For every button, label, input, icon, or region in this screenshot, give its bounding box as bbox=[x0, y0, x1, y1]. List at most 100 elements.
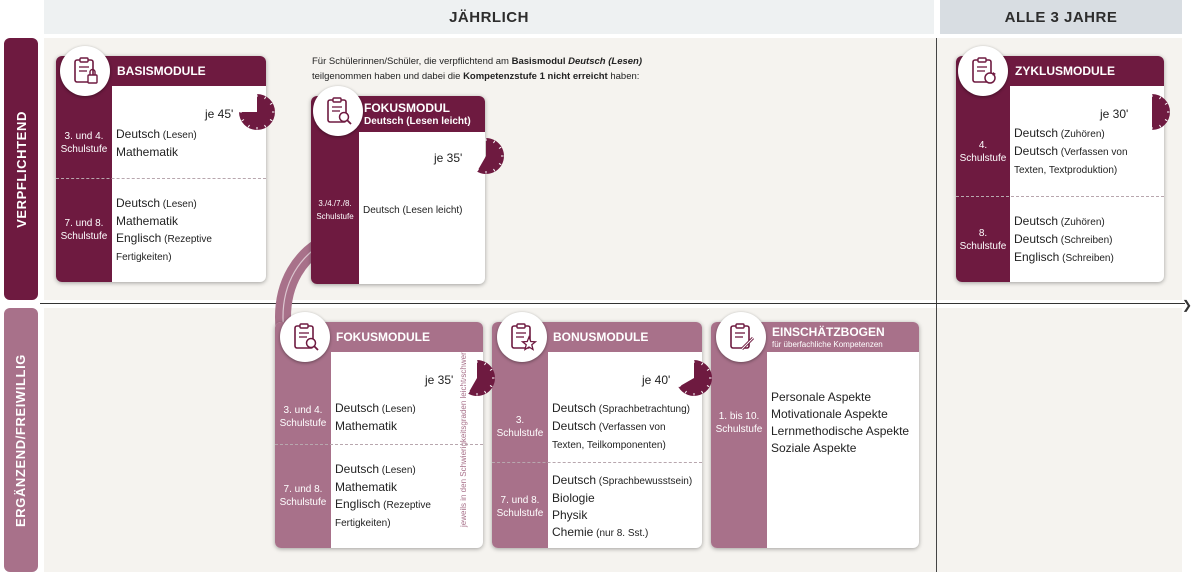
subject-line: Deutsch (Sprachbetrachtung) bbox=[552, 401, 690, 415]
stage-label: 8. Schulstufe bbox=[959, 228, 1007, 252]
subject-list: Deutsch (Sprachbetrachtung) Deutsch (Verf… bbox=[552, 392, 690, 462]
duration-timer: je 30' bbox=[1100, 92, 1172, 135]
card-subtitle: für überfachliche Kompetenzen bbox=[772, 340, 883, 349]
card-icon bbox=[60, 46, 110, 96]
subject-line: Fertigkeiten) bbox=[116, 251, 172, 263]
card-fokus: FOKUSMODULE bbox=[275, 322, 483, 548]
clipboard-lock-icon bbox=[74, 57, 98, 84]
duration-timer: je 40' bbox=[642, 358, 714, 401]
stage-label: 7. und 8. Schulstufe bbox=[279, 484, 327, 508]
subject-line: Deutsch (Verfassen von bbox=[1014, 144, 1128, 158]
stage-label: 7. und 8. Schulstufe bbox=[496, 495, 544, 519]
duration-label: je 30' bbox=[1100, 106, 1129, 121]
subject-line: Fertigkeiten) bbox=[335, 517, 391, 529]
card-title: ZYKLUSMODULE bbox=[1010, 56, 1164, 86]
card-icon bbox=[313, 86, 363, 136]
row-divider-axis bbox=[40, 303, 1185, 304]
subject-line: Soziale Aspekte bbox=[771, 440, 857, 455]
group-divider bbox=[956, 196, 1164, 197]
subject-line: Biologie bbox=[552, 491, 595, 505]
subject-line: Personale Aspekte bbox=[771, 389, 872, 404]
subject-line: Deutsch (Lesen) bbox=[335, 400, 416, 415]
subject-line: Lernmethodische Aspekte bbox=[771, 423, 910, 438]
clipboard-search-icon bbox=[294, 323, 319, 351]
card-title: FOKUSMODULE bbox=[331, 322, 483, 352]
subject-list: Deutsch (Lesen) Mathematik bbox=[335, 392, 416, 442]
card-icon bbox=[497, 312, 547, 362]
card-title-text: ZYKLUSMODULE bbox=[1015, 64, 1115, 78]
clock-icon bbox=[1132, 92, 1172, 135]
subject-list: Deutsch (Lesen) Mathematik bbox=[116, 110, 197, 176]
stage-label: 3. und 4. Schulstufe bbox=[279, 405, 327, 429]
subject-line: Deutsch (Lesen) bbox=[335, 461, 416, 476]
row-label-mandatory: VERPFLICHTEND bbox=[4, 38, 38, 300]
group-divider bbox=[492, 462, 702, 463]
stage-label: 3./4./7./8. Schulstufe bbox=[316, 199, 354, 221]
subject-line: Deutsch (Zuhören) bbox=[1014, 126, 1105, 140]
card-title-text: BONUSMODULE bbox=[553, 330, 649, 344]
card-title: BASISMODULE bbox=[112, 56, 266, 86]
duration-label: je 40' bbox=[642, 372, 671, 387]
subject-list: Deutsch (Zuhören)Deutsch (Schreiben)Engl… bbox=[1014, 198, 1114, 282]
header-every-3-years: ALLE 3 JAHRE bbox=[940, 0, 1182, 34]
axis-arrow-icon: ❯ bbox=[1182, 298, 1193, 312]
subject-line: Mathematik bbox=[116, 213, 179, 228]
duration-timer: je 45' bbox=[205, 92, 277, 135]
subject-line: Deutsch (Zuhören) bbox=[1014, 214, 1105, 228]
duration-label: je 45' bbox=[205, 106, 234, 121]
card-subtitle: Deutsch (Lesen leicht) bbox=[364, 116, 471, 127]
duration-label: je 35' bbox=[425, 372, 454, 387]
subject-line: Mathematik bbox=[335, 418, 398, 433]
subject-line: Chemie (nur 8. Sst.) bbox=[552, 525, 649, 539]
card-title-text: BASISMODULE bbox=[117, 64, 206, 78]
card-basis: BASISMODULE bbox=[56, 56, 266, 282]
subject-list: Deutsch (Lesen leicht) bbox=[363, 140, 463, 280]
stage-label: 4. Schulstufe bbox=[959, 140, 1007, 164]
difficulty-note: jeweils in den Schwierigkeitsgraden leic… bbox=[459, 352, 468, 527]
subject-line: Physik bbox=[552, 508, 588, 522]
subject-line: Deutsch (Schreiben) bbox=[1014, 232, 1113, 246]
subject-line: Deutsch (Lesen) bbox=[116, 126, 197, 141]
subject-line: Deutsch (Lesen) bbox=[116, 195, 197, 210]
column-divider bbox=[936, 38, 937, 572]
subject-line: Mathematik bbox=[335, 479, 398, 494]
clock-icon bbox=[237, 92, 277, 135]
clipboard-star-icon bbox=[511, 323, 537, 351]
duration-label: je 35' bbox=[434, 150, 463, 165]
subject-line: Texten, Teilkomponenten) bbox=[552, 440, 666, 451]
card-title-text: EINSCHÄTZBOGEN bbox=[772, 325, 885, 339]
stage-label: 3. Schulstufe bbox=[496, 415, 544, 439]
card-title: BONUSMODULE bbox=[548, 322, 702, 352]
clock-icon bbox=[674, 358, 714, 401]
subject-line: Motivationale Aspekte bbox=[771, 406, 888, 421]
clipboard-cycle-icon bbox=[972, 57, 996, 84]
clock-icon bbox=[466, 136, 506, 179]
stage-label: 1. bis 10. Schulstufe bbox=[715, 410, 763, 435]
duration-timer: je 35' bbox=[434, 136, 506, 179]
stage-label: 7. und 8. Schulstufe bbox=[60, 218, 108, 242]
group-divider bbox=[275, 444, 483, 445]
clock-icon bbox=[457, 358, 497, 401]
card-icon bbox=[280, 312, 330, 362]
clipboard-pen-icon bbox=[730, 323, 755, 351]
subject-line: Deutsch (Verfassen von bbox=[552, 419, 666, 433]
subject-line: Englisch (Rezeptive bbox=[335, 496, 431, 511]
header-yearly: JÄHRLICH bbox=[44, 0, 934, 34]
subject-line: Deutsch (Lesen leicht) bbox=[363, 204, 463, 216]
card-icon bbox=[716, 312, 766, 362]
stage-label: 3. und 4. Schulstufe bbox=[60, 131, 108, 155]
subject-line: Englisch (Rezeptive bbox=[116, 230, 212, 245]
clipboard-search-icon bbox=[327, 97, 352, 125]
row-label-optional: ERGÄNZEND/FREIWILLIG bbox=[4, 308, 38, 572]
subject-line: Deutsch (Sprachbewusstsein) bbox=[552, 473, 693, 487]
subject-line: Mathematik bbox=[116, 144, 179, 159]
group-divider bbox=[56, 178, 266, 179]
